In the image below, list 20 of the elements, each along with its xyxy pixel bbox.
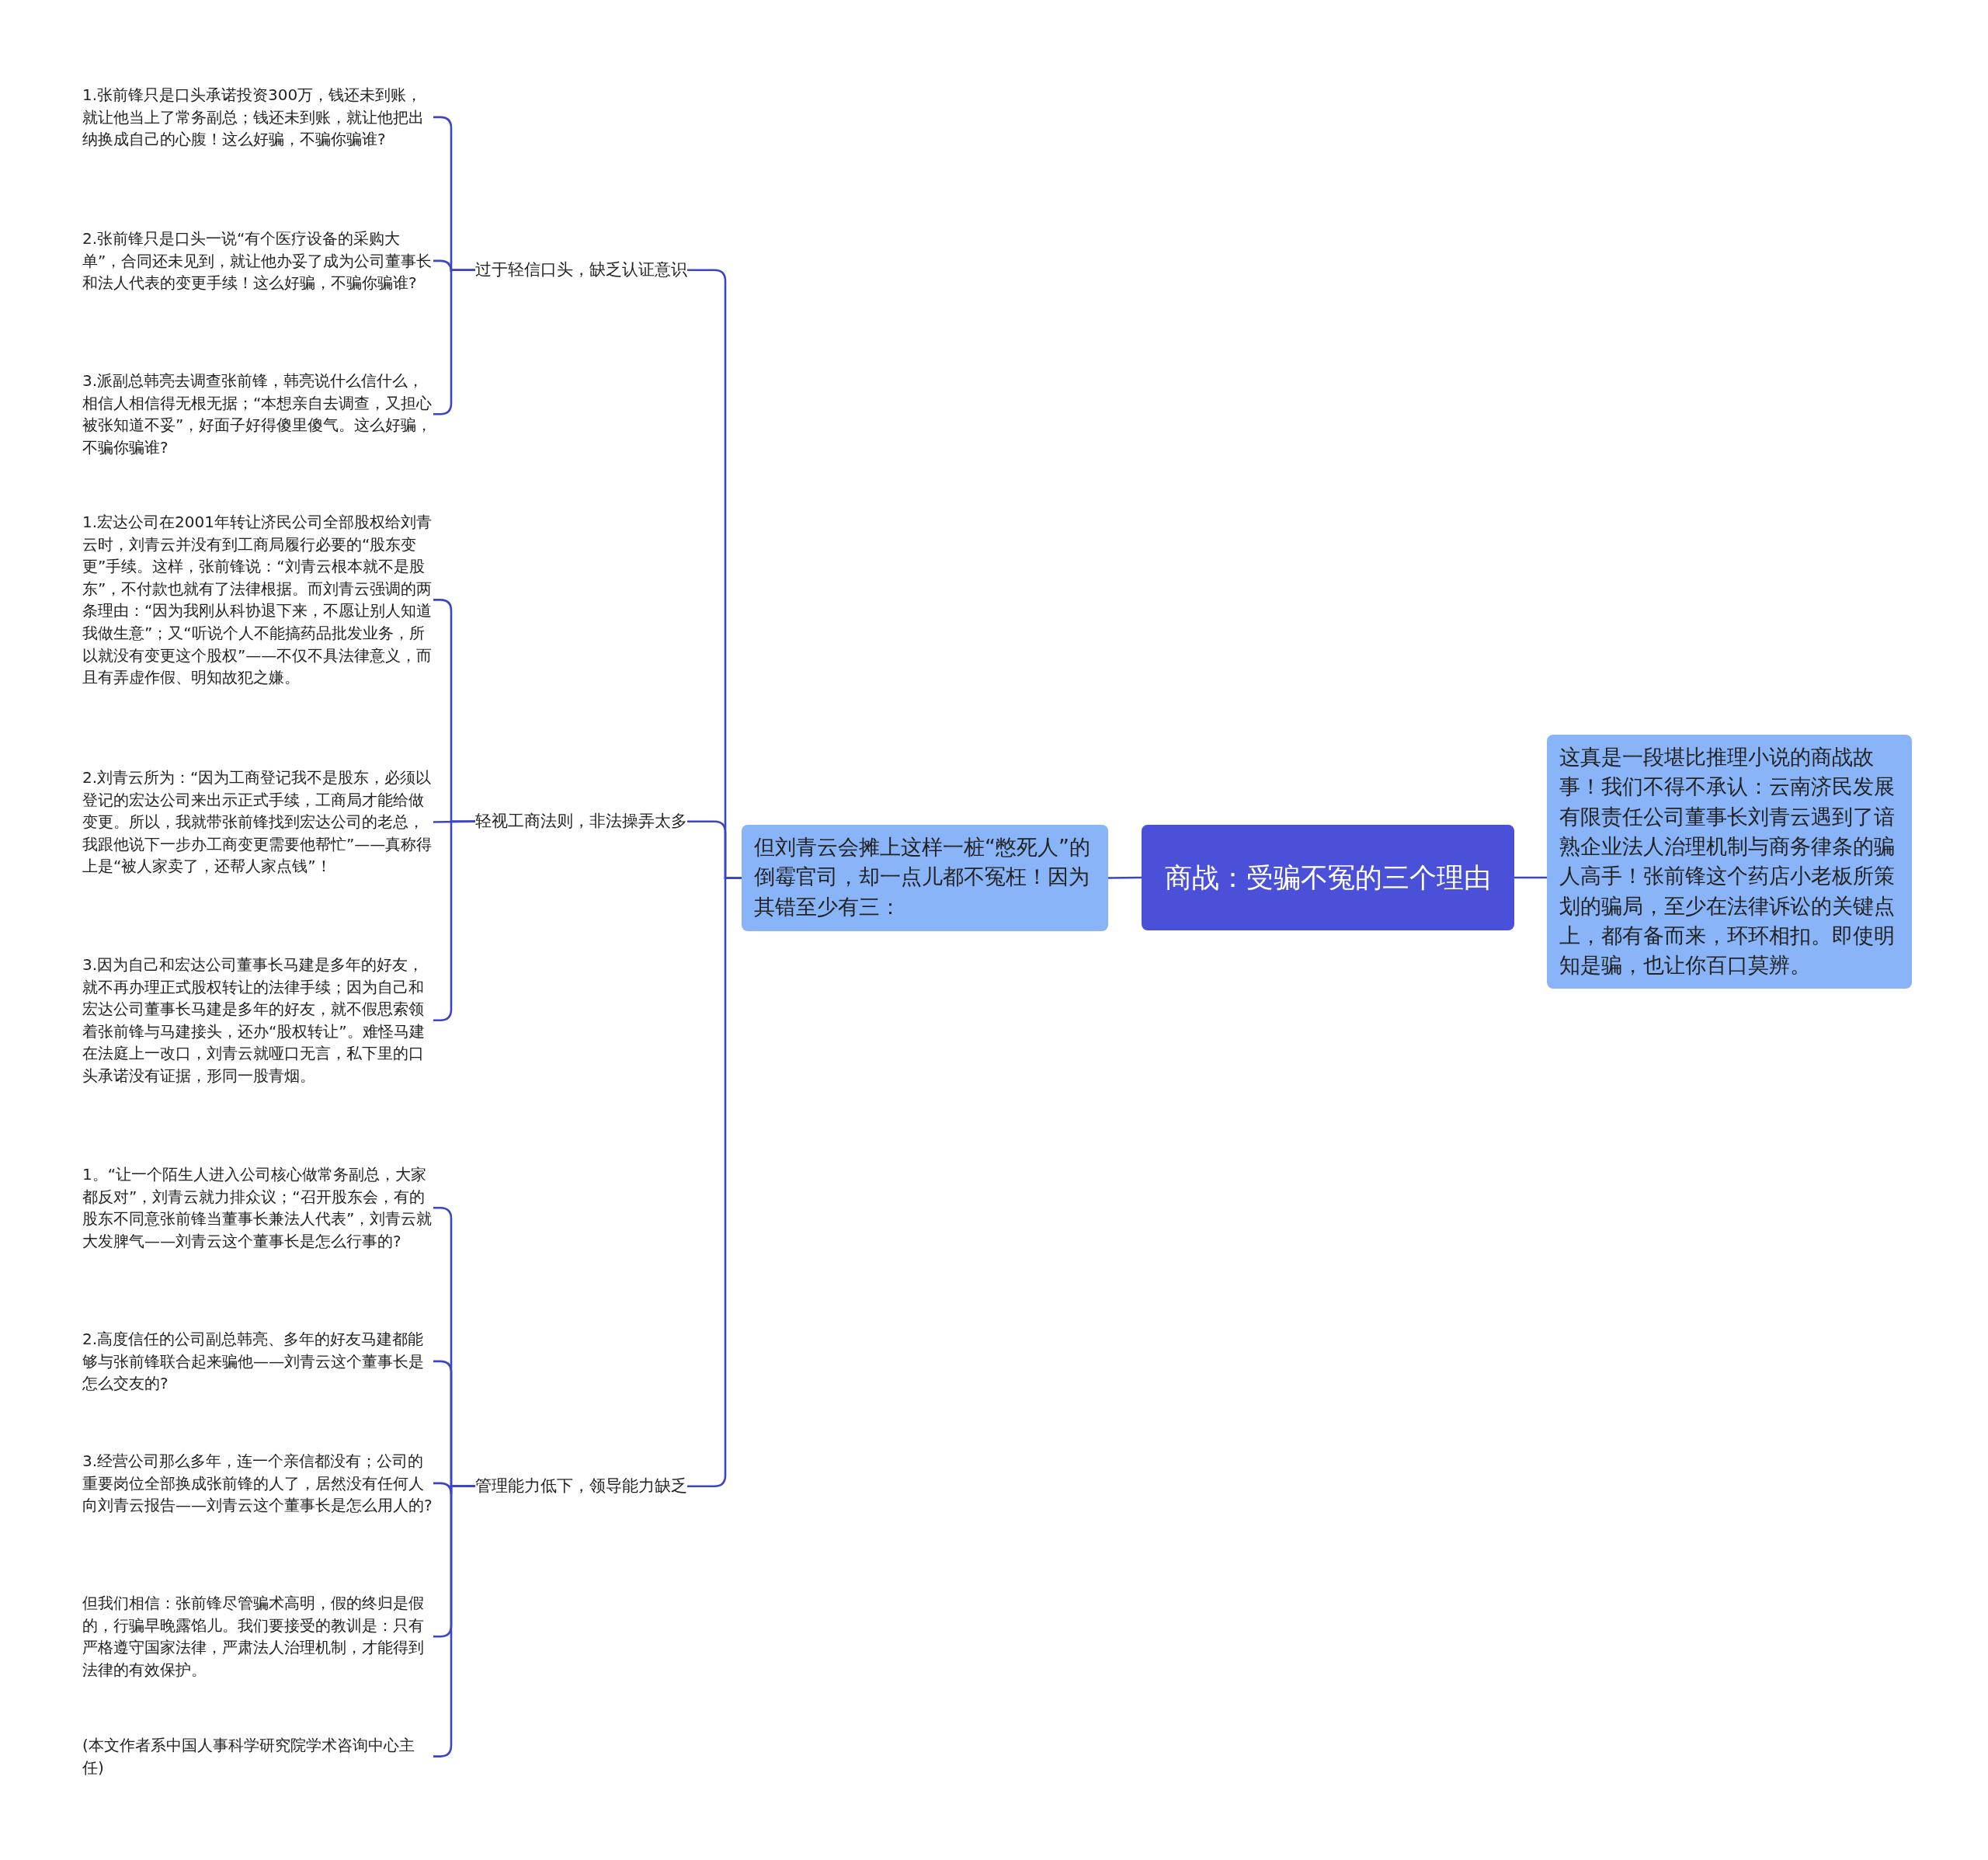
note-text: 3.因为自己和宏达公司董事长马建是多年的好友，就不再办理正式股权转让的法律手续；因为自己和宏达公司董事长马建是多年的好友，就不假思索领着张前锋与马建接头，还办“股权转让”。难怪马建在法庭上一改口，刘青云就哑口无言，私下里的口头承诺没有证据，形同一股青烟。 (82, 954, 433, 1087)
central-topic-box: 商战：受骗不冤的三个理由 (1142, 825, 1514, 930)
note-text: 2.高度信任的公司副总韩亮、多年的好友马建都能够与张前锋联合起来骗他——刘青云这个董事长是怎么交友的? (82, 1328, 433, 1395)
connector-line (1108, 876, 1142, 879)
note-text: 1。“让一个陌生人进入公司核心做常务副总，大家都反对”，刘青云就力排众议；“召开股东会，有的股东不同意张前锋当董事长兼法人代表”，刘青云就大发脾气——刘青云这个董事长是怎么行事的? (82, 1163, 433, 1253)
note-text: 1.张前锋只是口头承诺投资300万，钱还未到账，就让他当上了常务副总；钱还未到账，就让他把出纳换成自己的心腹！这么好骗，不骗你骗谁? (82, 84, 433, 151)
note-text: 但我们相信：张前锋尽管骗术高明，假的终归是假的，行骗早晚露馅儿。我们要接受的教训是：只有严格遵守国家法律，严肃法人治理机制，才能得到法律的有效保护。 (82, 1592, 433, 1681)
note-text: 3.派副总韩亮去调查张前锋，韩亮说什么信什么，相信人相信得无根无据；“本想亲自去调查，又担心被张知道不妥”，好面子好得傻里傻气。这么好骗，不骗你骗谁? (82, 370, 433, 459)
connector-line (687, 877, 742, 1487)
note-text: 1.宏达公司在2001年转让济民公司全部股权给刘青云时，刘青云并没有到工商局履行必要的“股东变更”手续。这样，张前锋说：“刘青云根本就不是股东”，不付款也就有了法律根据。而刘青云强调的两条理由：“因为我刚从科协退下来，不愿让别人知道我做生意”；又“听说个人不能搞药品批发业务，所以就没有变更这个股权”——不仅不具法律意义，而且有弄虚作假、明知故犯之嫌。 (82, 511, 433, 689)
note-text: 3.经营公司那么多年，连一个亲信都没有；公司的重要岗位全部换成张前锋的人了，居然没有任何人向刘青云报告——刘青云这个董事长是怎么用人的? (82, 1450, 433, 1517)
branch-label: 过于轻信口头，缺乏认证意识 (475, 259, 687, 282)
connector-line (1514, 876, 1547, 879)
topic-box: 但刘青云会摊上这样一桩“憋死人”的倒霉官司，却一点儿都不冤枉！因为其错至少有三： (742, 825, 1108, 931)
topic-box: 这真是一段堪比推理小说的商战故事！我们不得不承认：云南济民发展有限责任公司董事长刘青云遇到了谙熟企业法人治理机制与商务律条的骗人高手！张前锋这个药店小老板所策划的骗局，至少在法律诉讼的关键点上，都有备而来，环环相扣。即使明知是骗，也让你百口莫辨。 (1547, 735, 1912, 989)
branch-label: 管理能力低下，领导能力缺乏 (475, 1475, 687, 1498)
note-text: 2.张前锋只是口头一说“有个医疗设备的采购大单”，合同还未见到，就让他办妥了成为公司董事长和法人代表的变更手续！这么好骗，不骗你骗谁? (82, 228, 433, 294)
note-text: 2.刘青云所为：“因为工商登记我不是股东，必须以登记的宏达公司来出示正式手续，工商局才能给做变更。所以，我就带张前锋找到宏达公司的老总，我跟他说下一步办工商变更需要他帮忙”——真称得上是“被人家卖了，还帮人家点钱”！ (82, 767, 433, 878)
note-text: (本文作者系中国人事科学研究院学术咨询中心主任) (82, 1734, 433, 1779)
branch-label: 轻视工商法则，非法操弄太多 (475, 810, 687, 833)
